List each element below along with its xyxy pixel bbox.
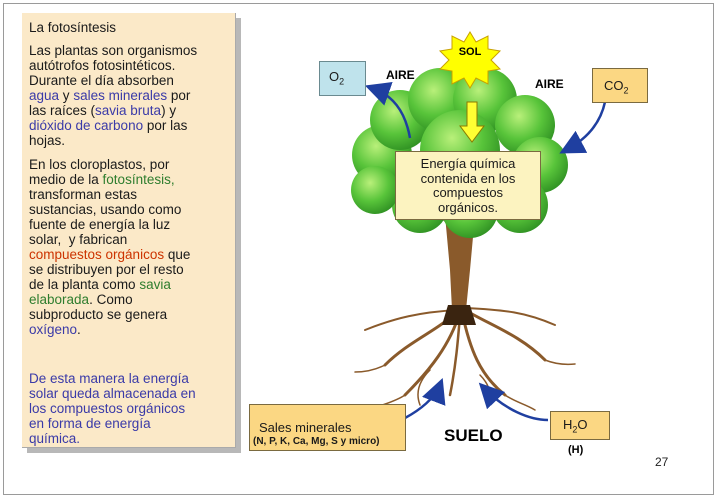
text-run: . Como — [89, 292, 133, 307]
text-run: por — [167, 88, 191, 103]
text-run: compuestos orgánicos — [29, 247, 165, 262]
text-run: Las plantas son organismos — [29, 43, 198, 58]
text-run: sales minerales — [73, 88, 168, 103]
o2-box: O2 — [319, 61, 366, 96]
co2-label: CO — [604, 78, 624, 93]
text-line: Las plantas son organismos — [29, 43, 197, 58]
text-line: se distribuyen por el resto — [29, 262, 184, 277]
text-run: dióxido de carbono — [29, 118, 144, 133]
sun-label: SOL — [459, 46, 482, 58]
text-run: Durante el día absorben — [29, 73, 174, 88]
text-line: compuestos orgánicos que — [29, 247, 190, 262]
text-line: autótrofos fotosintéticos. — [29, 58, 175, 73]
text-line: las raíces (savia bruta) y — [29, 103, 176, 118]
o2-arrow — [364, 81, 412, 139]
text-run: De esta manera la energía — [29, 371, 189, 386]
text-run: agua — [29, 88, 60, 103]
text-run: subproducto se genera — [29, 307, 168, 322]
panel-title: La fotosíntesis — [29, 20, 117, 35]
text-run: por las — [143, 118, 188, 133]
sunlight-arrow-icon — [459, 101, 485, 143]
text-line: solar queda almacenada en — [29, 386, 196, 401]
text-run: transforman estas — [29, 187, 138, 202]
text-line: fuente de energía la luz — [29, 217, 170, 232]
o2-subscript: 2 — [339, 76, 345, 87]
o2-label: O — [329, 69, 340, 84]
text-line: química. — [29, 431, 80, 446]
co2-box: CO2 — [592, 68, 648, 103]
energy-line: Energía química — [420, 156, 516, 171]
text-line: solar, y fabrican — [29, 232, 127, 247]
text-panel: La fotosíntesis Las plantas son organism… — [22, 13, 236, 448]
sales-minerales-box: Sales minerales (N, P, K, Ca, Mg, S y mi… — [249, 404, 406, 451]
text-line: dióxido de carbono por las — [29, 118, 187, 133]
text-line: medio de la fotosíntesis, — [29, 172, 175, 187]
aire-left-label: AIRE — [386, 68, 415, 82]
text-run: química. — [29, 431, 81, 446]
text-line: los compuestos orgánicos — [29, 401, 185, 416]
h2o-arrow — [478, 382, 549, 422]
text-run: savia bruta — [95, 103, 162, 118]
co2-subscript: 2 — [623, 85, 629, 96]
text-line: de la planta como savia — [29, 277, 171, 292]
text-line: De esta manera la energía — [29, 371, 189, 386]
text-run: se distribuyen por el resto — [29, 262, 184, 277]
aire-right-label: AIRE — [535, 77, 564, 91]
sun-icon: SOL — [438, 31, 502, 89]
energy-line: orgánicos. — [438, 199, 498, 215]
text-line: Durante el día absorben — [29, 73, 174, 88]
text-run: y — [59, 88, 74, 103]
suelo-label: SUELO — [444, 426, 503, 445]
text-run: ) y — [161, 103, 177, 118]
text-line: agua y sales minerales por — [29, 88, 190, 103]
co2-arrow — [559, 101, 607, 154]
text-run: medio de la — [29, 172, 103, 187]
text-run: . — [77, 322, 81, 337]
text-run: que — [164, 247, 191, 262]
root-crown — [442, 305, 476, 325]
text-line: sustancias, usando como — [29, 202, 181, 217]
text-run: sustancias, usando como — [29, 202, 182, 217]
text-run: fotosíntesis, — [102, 172, 175, 187]
h2o-subscript: 2 — [572, 424, 578, 435]
text-line: hojas. — [29, 133, 65, 148]
text-line: En los cloroplastos, por — [29, 157, 169, 172]
text-line: elaborada. Como — [29, 292, 133, 307]
text-run: fuente de energía la luz — [29, 217, 171, 232]
sales-arrow — [404, 378, 446, 420]
text-run: elaborada — [29, 292, 90, 307]
text-run: las raíces ( — [29, 103, 96, 118]
text-run: solar, y fabrican — [29, 232, 128, 247]
h-label: (H) — [568, 444, 584, 456]
text-run: En los cloroplastos, por — [29, 157, 170, 172]
text-line: oxígeno. — [29, 322, 81, 337]
text-run: autótrofos fotosintéticos. — [29, 58, 176, 73]
text-run: solar queda almacenada en — [29, 386, 196, 401]
text-line: subproducto se genera — [29, 307, 167, 322]
text-run: los compuestos orgánicos — [29, 401, 186, 416]
text-line: en forma de energía — [29, 416, 151, 431]
text-run: savia — [139, 277, 171, 292]
page-number: 27 — [655, 455, 669, 469]
energy-line: compuestos — [432, 185, 504, 200]
sales-detail: (N, P, K, Ca, Mg, S y micro) — [253, 436, 380, 447]
text-run: hojas. — [29, 133, 66, 148]
text-run: de la planta como — [29, 277, 140, 292]
energy-line: contenida en los — [420, 170, 516, 186]
sales-label: Sales minerales — [259, 420, 352, 435]
text-run: oxígeno — [29, 322, 78, 337]
text-line: transforman estas — [29, 187, 137, 202]
h2o-box: H2O — [550, 411, 610, 440]
h2o-o: O — [577, 417, 588, 432]
text-run: en forma de energía — [29, 416, 151, 431]
h2o-h: H — [563, 417, 573, 432]
